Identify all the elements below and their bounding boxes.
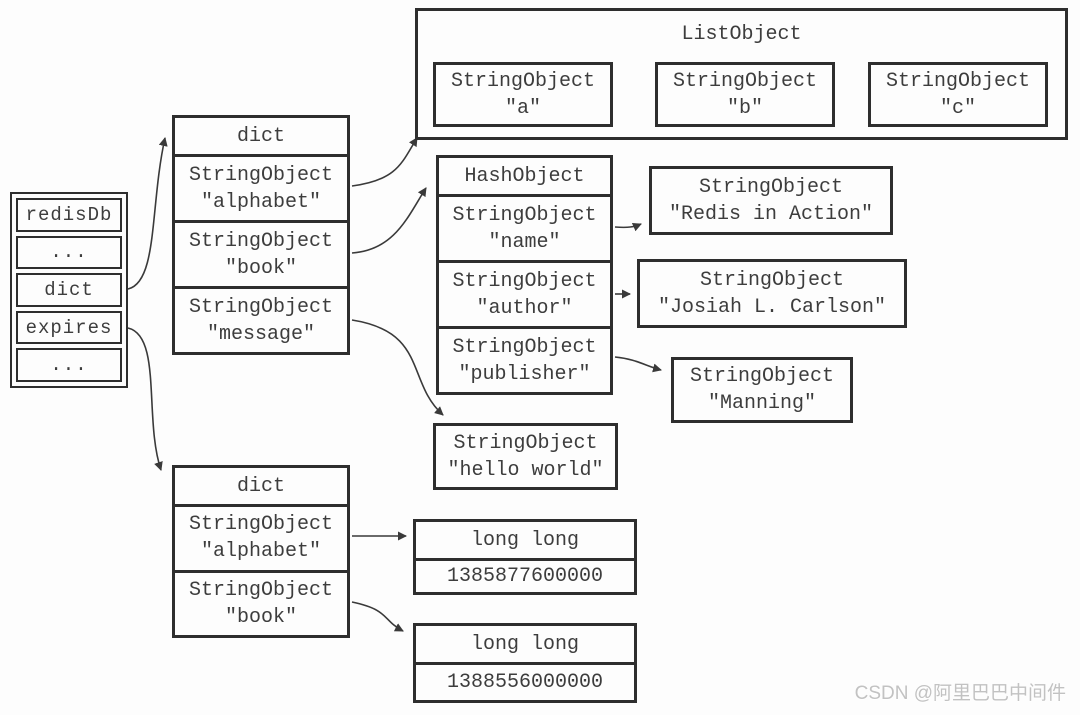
list-item-a: StringObject "a": [433, 62, 613, 127]
expires-field-label: expires: [25, 316, 113, 339]
longlong-type-label: long long: [470, 632, 580, 656]
dict-bottom-entry-book: StringObject "book": [175, 569, 347, 636]
hash-entry-author: StringObject "author": [439, 260, 610, 326]
longlong-book-box: long long 1388556000000: [413, 623, 637, 703]
arrow-publisher-to-manning: [614, 356, 662, 373]
arrow-alphabet-to-listobject: [351, 137, 418, 187]
timestamp-value: 1388556000000: [446, 671, 604, 694]
object-type-label: StringObject: [699, 268, 845, 292]
hash-entry-name: StringObject "name": [439, 194, 610, 260]
object-type-label: StringObject: [188, 163, 334, 187]
object-value-label: "c": [939, 96, 976, 120]
object-value-label: "message": [206, 322, 316, 346]
object-value-label: "hello world": [447, 458, 604, 482]
object-value-label: "name": [488, 230, 561, 254]
object-type-label: StringObject: [188, 295, 334, 319]
dict-bottom-box: dict StringObject "alphabet" StringObjec…: [172, 465, 350, 638]
arrow-book-to-longlong2: [351, 601, 404, 632]
object-type-label: StringObject: [885, 69, 1031, 93]
redisdb-row-title: redisDb: [16, 198, 122, 232]
object-value-label: "alphabet": [200, 540, 322, 564]
object-type-label: StringObject: [672, 69, 818, 93]
list-object-title: ListObject: [681, 23, 802, 46]
object-type-label: StringObject: [452, 269, 597, 293]
string-object-redis-in-action: StringObject "Redis in Action": [649, 166, 893, 235]
redisdb-row-ellipsis-2: ...: [16, 348, 122, 382]
object-type-label: StringObject: [450, 69, 596, 93]
dict-top-box: dict StringObject "alphabet" StringObjec…: [172, 115, 350, 355]
dict-top-header: dict: [236, 124, 285, 148]
arrow-expires-to-bottom-dict: [127, 327, 163, 471]
hash-entry-publisher: StringObject "publisher": [439, 326, 610, 392]
object-value-label: "author": [476, 296, 573, 320]
object-value-label: "book": [224, 256, 297, 280]
object-value-label: "Josiah L. Carlson": [657, 295, 887, 319]
list-item-b: StringObject "b": [655, 62, 835, 127]
timestamp-value: 1385877600000: [446, 565, 604, 588]
list-item-c: StringObject "c": [868, 62, 1048, 127]
redisdb-label: redisDb: [25, 203, 113, 226]
object-value-label: "book": [224, 605, 297, 629]
arrow-book-to-hashobject: [351, 187, 427, 254]
object-type-label: StringObject: [698, 175, 844, 199]
object-value-label: "b": [726, 96, 763, 120]
object-value-label: "Redis in Action": [668, 202, 874, 226]
object-type-label: StringObject: [453, 431, 598, 455]
dict-top-entry-book: StringObject "book": [175, 220, 347, 286]
dict-bottom-header: dict: [236, 474, 285, 498]
object-type-label: StringObject: [188, 578, 334, 602]
dict-field-label: dict: [44, 278, 94, 301]
object-type-label: StringObject: [188, 513, 334, 537]
redisdb-row-ellipsis-1: ...: [16, 235, 122, 270]
longlong-alphabet-box: long long 1385877600000: [413, 519, 637, 595]
arrow-name-to-redisinaction: [614, 223, 642, 232]
hash-object-header: HashObject: [464, 164, 585, 188]
longlong-alphabet-value: 1385877600000: [416, 558, 634, 592]
string-object-manning: StringObject "Manning": [671, 357, 853, 423]
hash-object-box: HashObject StringObject "name" StringObj…: [436, 155, 613, 395]
arrow-message-to-helloworld: [351, 319, 444, 416]
dict-bottom-entry-alphabet: StringObject "alphabet": [175, 504, 347, 570]
object-value-label: "Manning": [707, 392, 817, 415]
arrow-dict-to-top-dict: [127, 137, 168, 290]
object-type-label: StringObject: [689, 365, 835, 388]
redisdb-box: redisDb ... dict expires ...: [10, 192, 128, 388]
redisdb-row-dict: dict: [16, 273, 122, 307]
object-value-label: "alphabet": [200, 190, 322, 214]
object-value-label: "publisher": [458, 362, 591, 386]
object-value-label: "a": [504, 96, 541, 120]
csdn-watermark: CSDN @阿里巴巴中间件: [854, 683, 1066, 704]
object-type-label: StringObject: [452, 203, 597, 227]
object-type-label: StringObject: [452, 335, 597, 359]
redisdb-row-expires: expires: [16, 310, 122, 345]
longlong-book-value: 1388556000000: [416, 662, 634, 700]
object-type-label: StringObject: [188, 229, 334, 253]
string-object-josiah-carlson: StringObject "Josiah L. Carlson": [637, 259, 907, 328]
ellipsis-label: ...: [50, 354, 88, 377]
string-object-hello-world: StringObject "hello world": [433, 423, 618, 490]
dict-top-entry-message: StringObject "message": [175, 286, 347, 352]
ellipsis-label: ...: [50, 241, 88, 264]
longlong-type-label: long long: [470, 528, 580, 552]
dict-top-entry-alphabet: StringObject "alphabet": [175, 154, 347, 220]
